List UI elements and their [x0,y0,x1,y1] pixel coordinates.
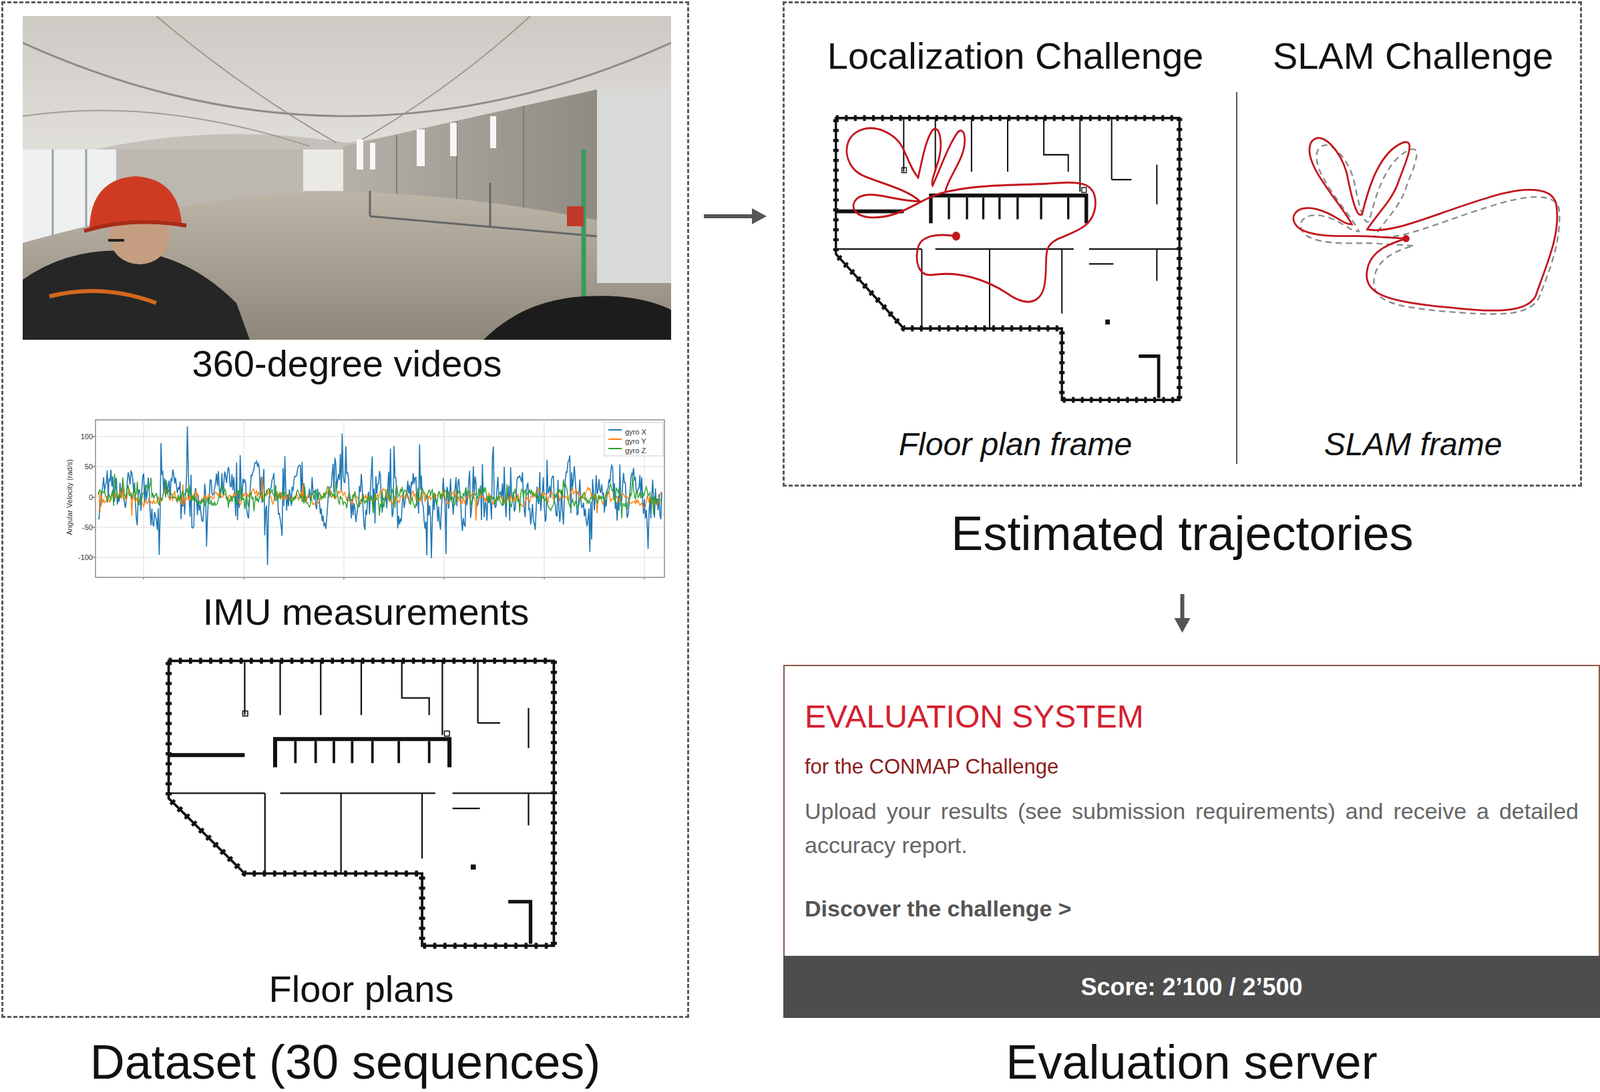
slam-panel: SLAM ChallengeSLAM frame [1244,30,1582,465]
legend-label: gyro X [625,427,647,437]
axis-tick-wrap: 100 [63,432,93,442]
legend-label: gyro Y [625,436,647,447]
axis-tick-wrap: -50 [63,522,93,533]
slam-map [1280,122,1567,327]
evaluation-card: EVALUATION SYSTEM for the CONMAP Challeng… [783,665,1600,1019]
floor-plan [163,653,559,955]
challenge-title: Localization Challenge [806,34,1225,78]
axis-tick-label: -50 [63,522,93,533]
divider-line [1234,90,1240,467]
card-link: Discover the challenge > [804,895,1579,923]
imu-plot [63,418,669,580]
panel-heading: Dataset (30 sequences) [3,1038,688,1087]
arrow-line [703,214,752,219]
panorama-photo [22,16,672,340]
flow-arrow [703,208,767,225]
legend-entry: gyro Y [625,434,663,445]
legend-entry: gyro Z [625,444,663,454]
localization-map [831,110,1184,409]
frame-caption: Floor plan frame [806,426,1225,463]
card-body: Upload your results (see submission requ… [804,794,1579,863]
panel-heading: Evaluation server [804,1038,1579,1087]
panel-heading: Estimated trajectories [784,509,1580,558]
score-text: Score: 2’100 / 2’500 [1080,972,1303,1003]
axis-tick-label: 50 [63,462,93,472]
frame-caption: SLAM frame [1244,426,1582,463]
card-title: EVALUATION SYSTEM [804,698,1579,736]
axis-tick-wrap: 0 [63,492,93,503]
flow-arrow [1174,594,1191,634]
localization-panel: Localization ChallengeFloor plan frame [806,30,1225,465]
axis-title: Angular Velocity (rad/s) [64,450,75,545]
axis-tick-label: 100 [63,432,93,442]
trajectory-panel: Estimated trajectoriesLocalization Chall… [782,1,1582,487]
legend-entry: gyro X [625,425,663,435]
axis-tick-wrap: -100 [63,552,93,563]
figure-caption: IMU measurements [63,591,669,634]
arrow-line [1180,594,1185,619]
floorplan-figure: Floor plans [163,653,559,1014]
arrow-head [751,208,767,225]
axis-tick-label: 0 [63,492,93,503]
arrow-head [1174,618,1191,634]
axis-title-wrap: Angular Velocity (rad/s) [64,450,75,545]
figure-caption: 360-degree videos [22,343,672,385]
dataset-panel: Dataset (30 sequences)360-degree videosI… [1,1,690,1019]
imu-figure: IMU measurements [63,418,669,640]
video-figure: 360-degree videos [22,16,672,390]
axis-tick-wrap: 50 [63,462,93,472]
score-bar: Score: 2’100 / 2’500 [783,956,1600,1019]
figure-caption: Floor plans [163,968,559,1011]
legend-label: gyro Z [625,446,646,456]
card-subtitle: for the CONMAP Challenge [804,755,1579,780]
challenge-title: SLAM Challenge [1244,34,1582,78]
axis-tick-label: -100 [63,552,93,563]
